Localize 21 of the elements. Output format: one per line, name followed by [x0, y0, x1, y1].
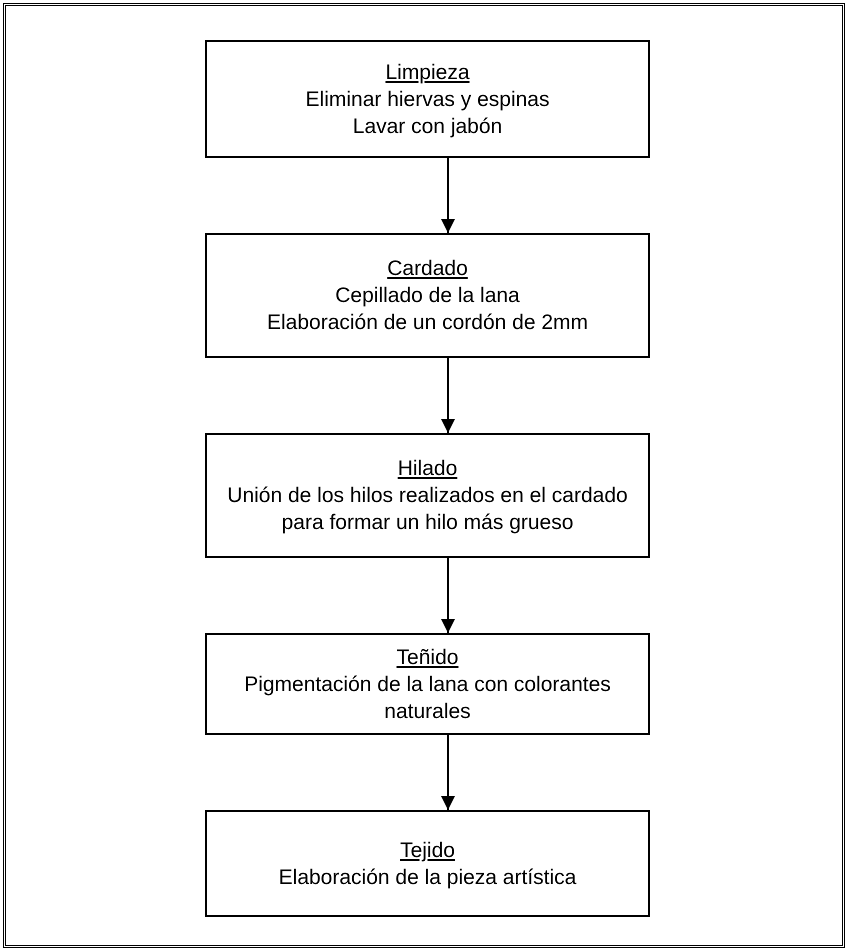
- step-heading: Hilado: [398, 456, 458, 482]
- step-description: Cepillado de la lana: [335, 283, 520, 309]
- process-box: [205, 810, 650, 917]
- process-box: [205, 40, 650, 158]
- step-heading: Limpieza: [385, 60, 470, 86]
- step-description: Eliminar hiervas y espinas: [306, 86, 550, 112]
- arrow: [441, 558, 455, 633]
- step-description: Unión de los hilos realizados en el cardado para formar un hilo más grueso: [226, 483, 629, 536]
- process-box: [205, 233, 650, 358]
- arrow: [441, 358, 455, 433]
- process-box: [205, 633, 650, 735]
- step-heading: Teñido: [396, 644, 458, 670]
- step-heading: Tejido: [400, 838, 455, 864]
- arrow: [441, 735, 455, 810]
- step-description: Elaboración de la pieza artística: [278, 864, 576, 890]
- step-heading: Cardado: [387, 256, 468, 282]
- step-description: Elaboración de un cordón de 2mm: [266, 310, 588, 336]
- process-box: [205, 433, 650, 558]
- step-description: Lavar con jabón: [352, 114, 502, 140]
- arrow: [441, 158, 455, 233]
- step-description: Pigmentación de la lana con colorantes naturales: [243, 672, 612, 724]
